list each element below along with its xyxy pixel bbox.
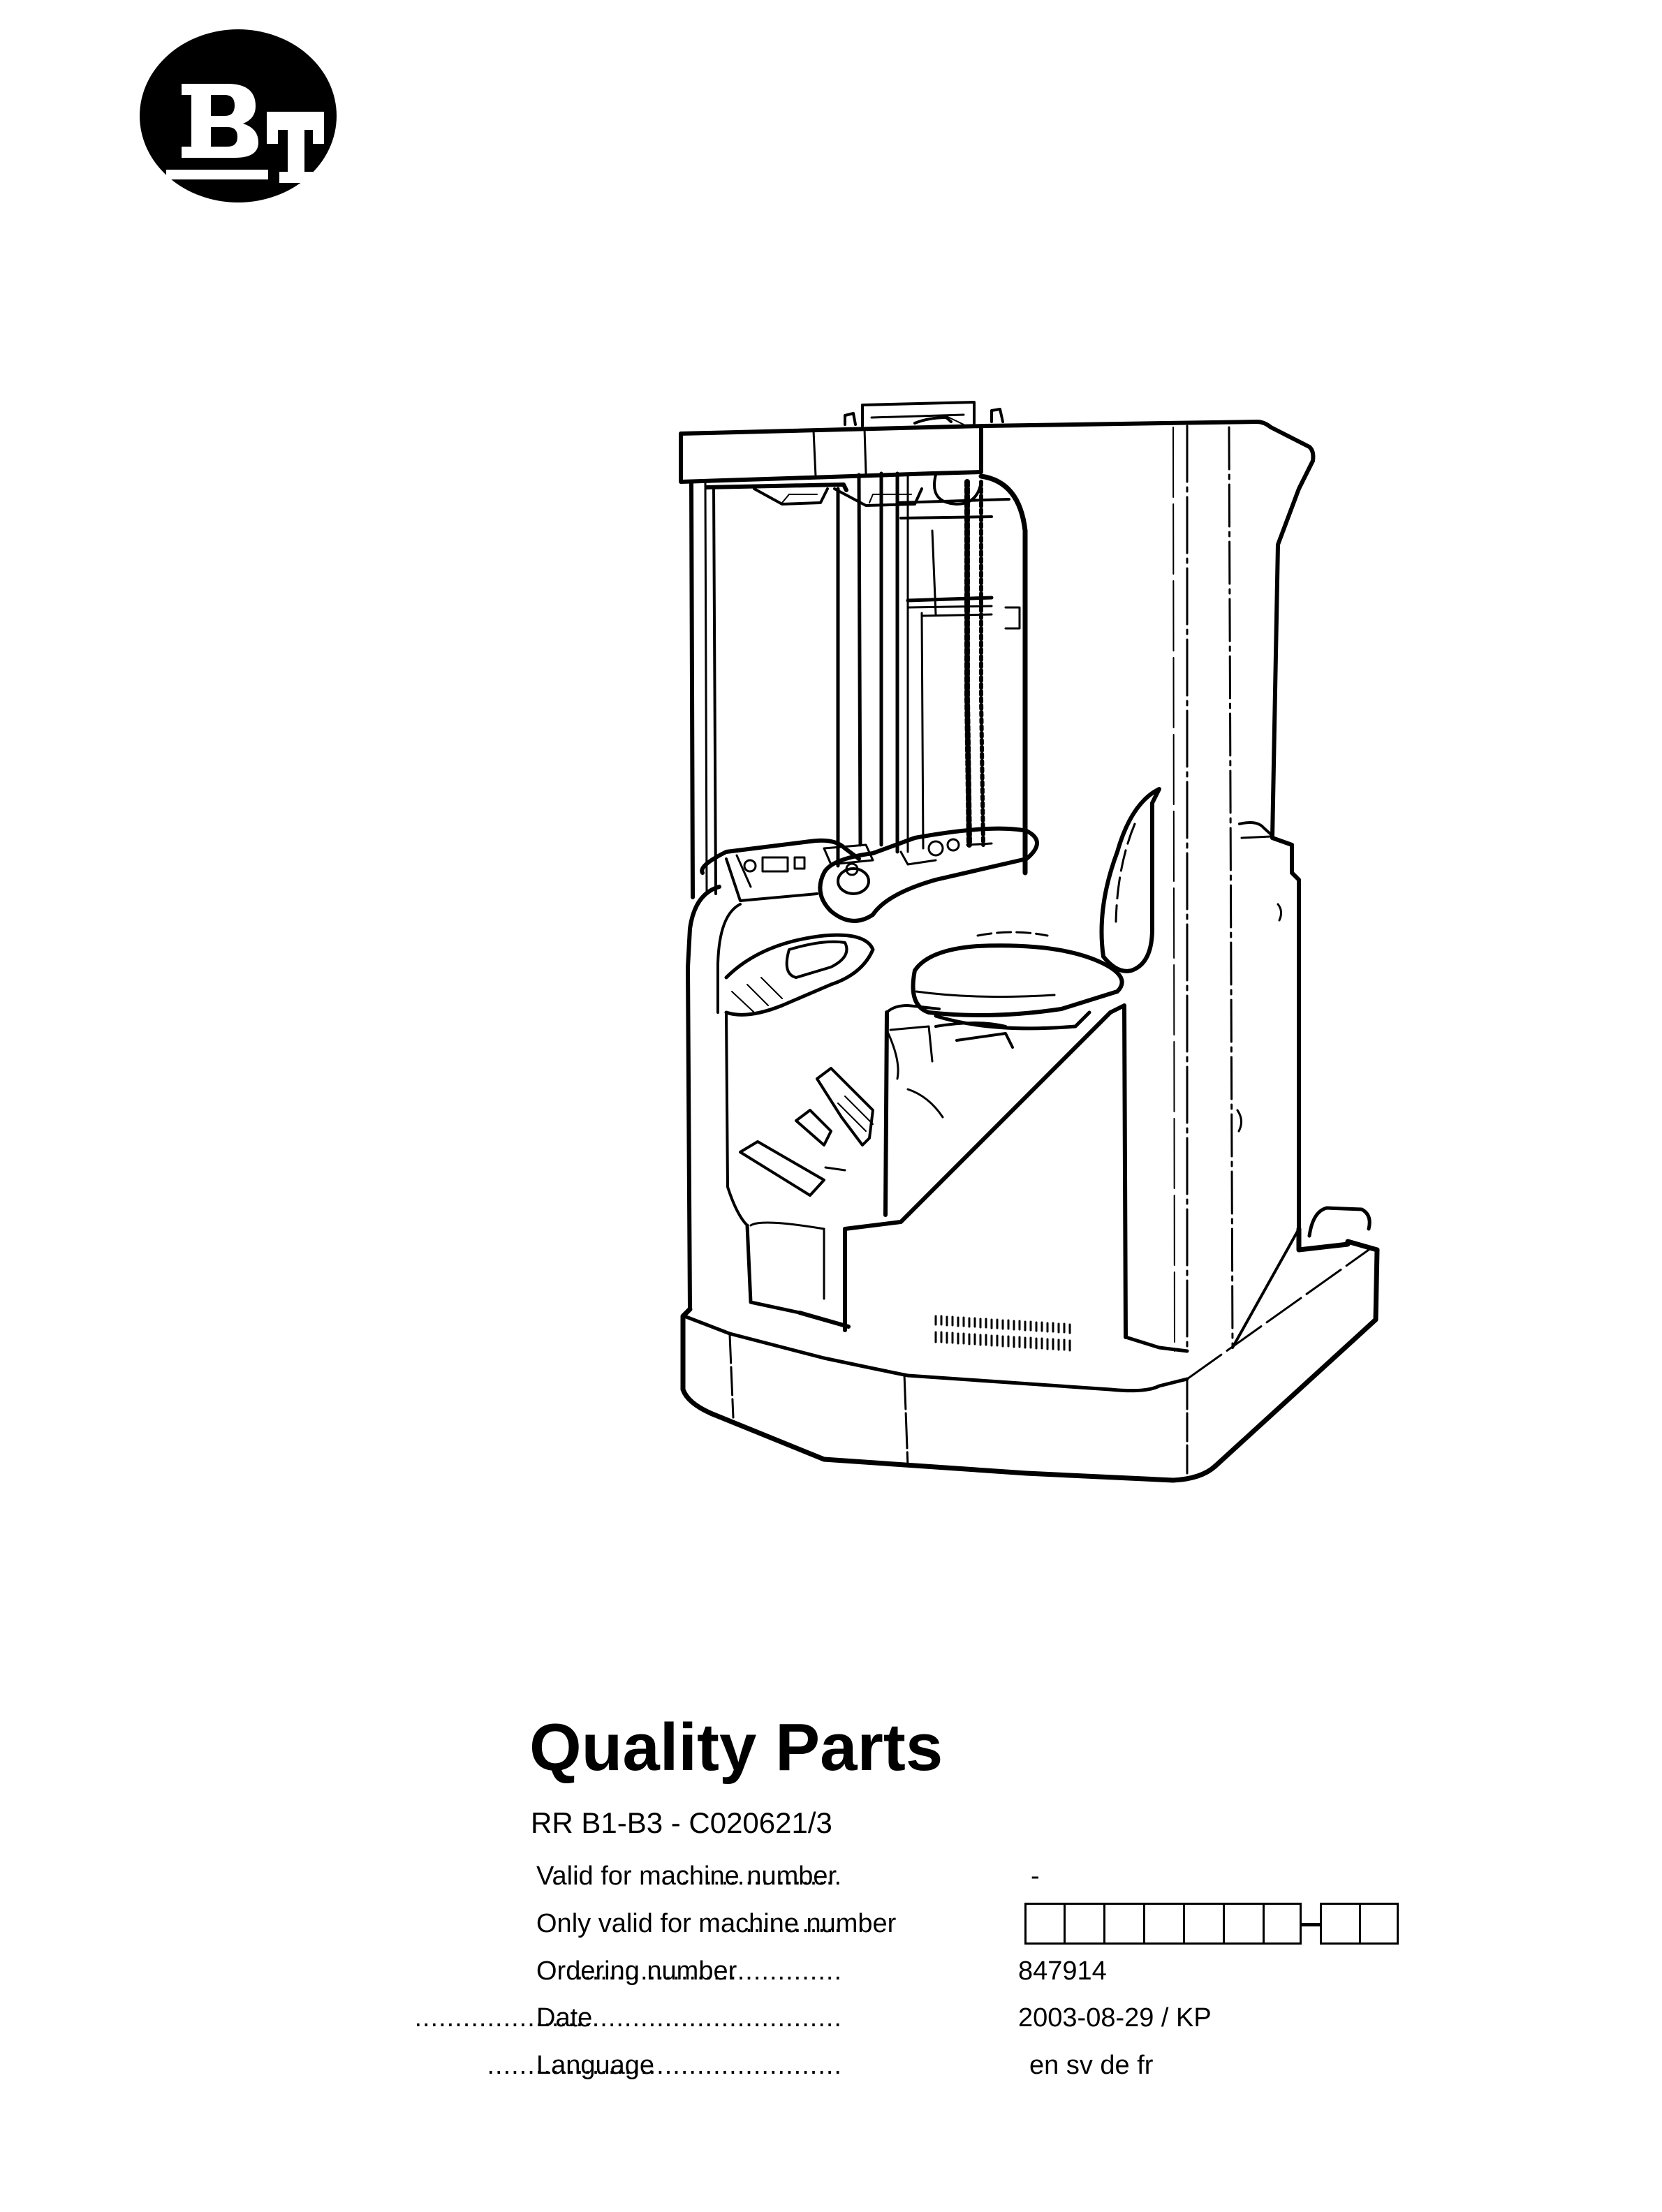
control-console bbox=[700, 826, 1039, 923]
step-panel bbox=[797, 1003, 1128, 1339]
digit-box[interactable] bbox=[1103, 1903, 1145, 1945]
digit-box[interactable] bbox=[1064, 1903, 1105, 1945]
field-label: Only valid for machine number bbox=[536, 1909, 897, 1938]
field-value: 847914 bbox=[1018, 1956, 1107, 1986]
cab-body bbox=[686, 885, 875, 1315]
leader-dots: ................................. bbox=[575, 1956, 842, 1986]
field-label: Valid for machine number bbox=[536, 1861, 837, 1891]
field-value: en sv de fr bbox=[1029, 2051, 1154, 2080]
machine-number-boxes bbox=[1024, 1903, 1402, 1946]
field-label: Ordering number bbox=[536, 1956, 737, 1986]
digit-box[interactable] bbox=[1223, 1903, 1265, 1945]
field-value: - bbox=[1031, 1861, 1040, 1891]
digit-box[interactable] bbox=[1263, 1903, 1302, 1945]
leader-dots: .................... bbox=[680, 1861, 842, 1891]
field-date: Date ...................................… bbox=[414, 2003, 1444, 2033]
operator-seat bbox=[911, 787, 1161, 1031]
reach-truck-illustration bbox=[679, 401, 1380, 1483]
vent-slots bbox=[934, 1315, 1071, 1352]
chassis-base bbox=[680, 1206, 1380, 1483]
digit-box[interactable] bbox=[1320, 1903, 1361, 1945]
field-value: 2003-08-29 / KP bbox=[1018, 2003, 1212, 2033]
digit-box[interactable] bbox=[1183, 1903, 1225, 1945]
separator-dash bbox=[1301, 1923, 1321, 1926]
bt-logo bbox=[140, 29, 337, 202]
field-language: Language ...............................… bbox=[487, 2050, 1444, 2081]
field-label: Date bbox=[536, 2003, 593, 2033]
overhead-guard bbox=[679, 401, 1316, 484]
pedals bbox=[739, 1067, 874, 1197]
field-label: Language bbox=[536, 2051, 655, 2080]
document-title: Quality Parts bbox=[529, 1710, 943, 1785]
document-subtitle: RR B1-B3 - C020621/3 bbox=[531, 1806, 832, 1839]
digit-box[interactable] bbox=[1024, 1903, 1066, 1945]
leader-dots: ........................................… bbox=[414, 2003, 842, 2033]
field-only-valid-machine-number: Only valid for machine number ..........… bbox=[536, 1908, 1444, 1939]
mast bbox=[857, 471, 1028, 876]
leader-dots: ............ bbox=[745, 1909, 842, 1938]
field-ordering-number: Ordering number ........................… bbox=[536, 1956, 1444, 1986]
leader-dots: ........................................… bbox=[487, 2051, 842, 2080]
digit-box[interactable] bbox=[1359, 1903, 1399, 1945]
field-valid-machine-number: Valid for machine number ...............… bbox=[536, 1861, 1444, 1892]
body-tower bbox=[1172, 425, 1315, 1352]
digit-box[interactable] bbox=[1143, 1903, 1185, 1945]
cab-frame bbox=[689, 480, 923, 899]
